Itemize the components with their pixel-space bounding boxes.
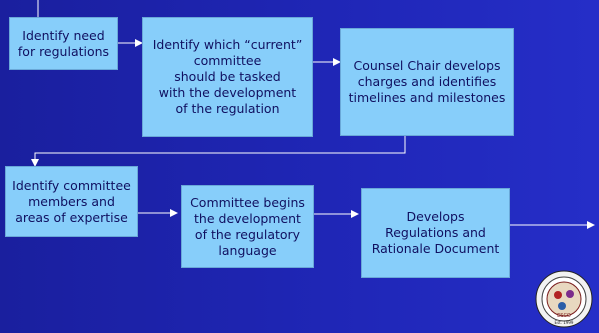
seal-logo: ESCO Est. 1999 bbox=[535, 270, 593, 328]
step-identify-need: Identify need for regulations bbox=[9, 17, 118, 70]
step-4-label: Identify committee members and areas of … bbox=[12, 177, 131, 225]
seal-dot-blue bbox=[558, 302, 566, 310]
step-identify-committee: Identify which “current” committee shoul… bbox=[142, 17, 313, 137]
seal-dot-purple bbox=[566, 290, 574, 298]
arrow-3-4 bbox=[31, 136, 406, 167]
step-counsel-chair: Counsel Chair develops charges and ident… bbox=[340, 28, 514, 136]
step-develops-regulations: Develops Regulations and Rationale Docum… bbox=[361, 188, 510, 278]
seal-dot-red bbox=[554, 291, 562, 299]
seal-bottom-text: Est. 1999 bbox=[555, 320, 574, 325]
step-2-label: Identify which “current” committee shoul… bbox=[152, 37, 303, 116]
step-6-label: Develops Regulations and Rationale Docum… bbox=[371, 209, 500, 256]
step-identify-members: Identify committee members and areas of … bbox=[5, 166, 138, 237]
step-1-label: Identify need for regulations bbox=[17, 27, 110, 59]
step-3-label: Counsel Chair develops charges and ident… bbox=[348, 58, 506, 105]
step-5-label: Committee begins the development of the … bbox=[190, 194, 305, 258]
step-committee-begins: Committee begins the development of the … bbox=[181, 185, 314, 268]
seal-inner-text: ESCO bbox=[557, 313, 571, 319]
